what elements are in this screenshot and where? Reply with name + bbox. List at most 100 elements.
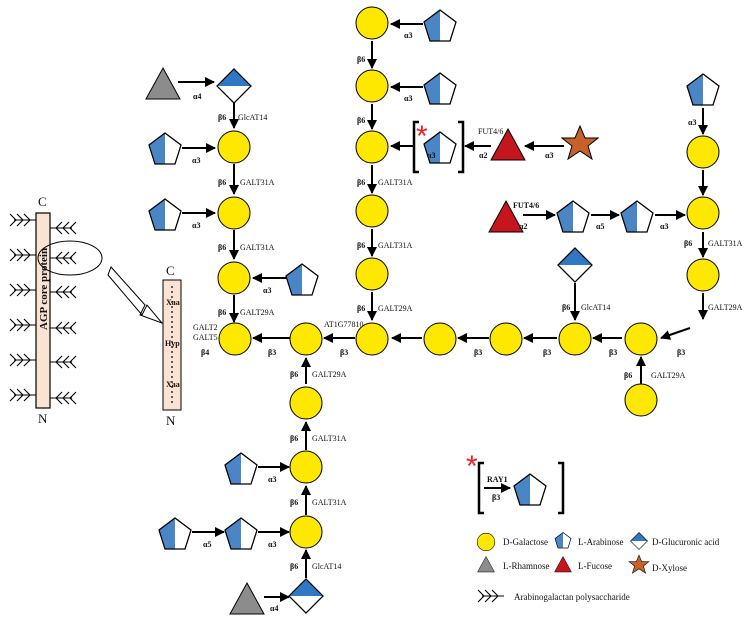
legend-item-galactose: D-Galactose	[476, 532, 548, 552]
link-label: α3	[404, 31, 412, 40]
legend: D-Galactose L-Arabinose D-Glucuronic aci…	[476, 532, 720, 603]
agp-core-protein: C N AGP core protein	[9, 194, 164, 426]
legend-label: L-Fucose	[578, 561, 612, 571]
galactose-icon	[686, 135, 720, 169]
bracket-group	[412, 120, 465, 174]
core-protein-label: AGP core protein	[38, 248, 50, 330]
link-label: β3	[543, 348, 551, 357]
link-label: α4	[193, 92, 201, 101]
hyp-c-label: C	[166, 263, 175, 278]
arabinose-icon	[423, 72, 457, 105]
link-label: β6	[290, 562, 298, 571]
enzyme-label: GALT31A	[378, 241, 413, 250]
link-label: α2	[479, 151, 487, 160]
glucuronic-acid-icon	[216, 68, 252, 104]
glucuronic-acid-icon	[288, 578, 324, 614]
enzyme-label: FUT4/6	[478, 127, 503, 136]
arabinose-icon	[423, 9, 457, 42]
link-label: β6	[290, 370, 298, 379]
arabinose-icon	[224, 452, 258, 485]
galactose-icon	[489, 322, 523, 356]
galactose-icon	[355, 6, 389, 40]
core-n-label: N	[38, 411, 48, 426]
link-label: β3	[340, 348, 348, 357]
hyp-n-label: N	[166, 413, 176, 428]
galactose-icon	[355, 257, 389, 291]
ray1-linkage: β3	[492, 493, 500, 502]
enzyme-label: GALT31A	[240, 243, 275, 252]
link-label: β6	[624, 371, 632, 380]
link-label: α3	[268, 475, 276, 484]
galactose-icon	[289, 450, 323, 484]
enzyme-label: AT1G77810	[324, 320, 364, 329]
galactose-icon	[217, 261, 251, 295]
galactose-icon	[289, 322, 323, 356]
ray1-label: RAY1	[487, 475, 508, 484]
link-label: α3	[268, 540, 276, 549]
link-label: α2	[519, 222, 527, 231]
arabinose-icon	[686, 73, 720, 106]
link-label: α3	[427, 151, 435, 160]
arabinose-icon	[285, 263, 319, 296]
polysaccharide-branches-left	[9, 213, 37, 402]
enzyme-label: GALT29A	[240, 308, 275, 317]
galactose-icon	[217, 130, 251, 164]
legend-label: L-Rhamnose	[503, 561, 550, 571]
enzyme-label: GALT31A	[312, 434, 347, 443]
galactose-icon	[624, 322, 658, 356]
link-label: β4	[201, 348, 209, 357]
link-label: β6	[357, 304, 365, 313]
enzyme-label: GALT5	[193, 333, 218, 342]
galactose-icon	[558, 322, 592, 356]
legend-label: D-Xylose	[652, 563, 687, 573]
hyp-label: Hyp	[165, 339, 180, 348]
galactose-icon	[355, 130, 389, 164]
link-label: α3	[192, 156, 200, 165]
legend-label: D-Galactose	[503, 537, 548, 547]
link-label: β6	[357, 116, 365, 125]
enzyme-label: GlcAT14	[312, 562, 341, 571]
rhamnose-icon	[145, 67, 181, 100]
legend-label: L-Arabinose	[578, 537, 623, 547]
link-label: α4	[270, 604, 278, 613]
enzyme-label: GALT31A	[240, 178, 275, 187]
link-label: α3	[404, 94, 412, 103]
link-label: β6	[218, 308, 226, 317]
link-label: α3	[660, 222, 668, 231]
link-label: α5	[596, 222, 604, 231]
legend-item-xylose: D-Xylose	[628, 554, 687, 574]
legend-item-arabinose: L-Arabinose	[554, 532, 623, 549]
legend-item-fucose: L-Fucose	[554, 556, 612, 573]
xaa-bottom-label: Xaa	[166, 380, 180, 389]
link-label: α5	[203, 540, 211, 549]
galactose-icon	[624, 383, 658, 417]
link-label: β6	[218, 178, 226, 187]
link-label: β6	[218, 243, 226, 252]
hyp-segment: C N Xaa Hyp Xaa	[162, 263, 182, 428]
ray1-group: * RAY1 β3	[466, 450, 565, 515]
glucuronic-acid-icon	[557, 247, 593, 283]
arabinose-icon	[556, 200, 590, 233]
link-label: β3	[677, 348, 685, 357]
link-label: α3	[688, 118, 696, 127]
enzyme-label: GALT29A	[651, 371, 686, 380]
link-label: β6	[357, 55, 365, 64]
xylose-icon	[561, 125, 599, 160]
galactose-icon	[289, 386, 323, 420]
highlight-ellipse	[37, 240, 103, 276]
legend-item-polysaccharide: Arabinogalactan polysaccharide	[477, 589, 630, 603]
asterisk-top: *	[416, 120, 428, 153]
enzyme-label: GALT2	[193, 323, 218, 332]
arabinose-icon	[148, 132, 182, 165]
arabinose-icon	[620, 200, 654, 233]
enzyme-label: GALT31A	[378, 178, 413, 187]
enzyme-label: GALT31A	[312, 498, 347, 507]
galactose-icon	[686, 196, 720, 230]
asterisk-ray1: *	[466, 450, 478, 483]
linkage-labels: α4 β6 GlcAT14 α3 β6 GALT31A α3 β6 GALT31…	[192, 31, 743, 613]
linkage-arrows	[178, 19, 708, 602]
link-label: β6	[357, 178, 365, 187]
core-protein-bar	[35, 212, 51, 409]
rhamnose-icon	[229, 582, 265, 615]
link-label: β6	[218, 113, 226, 122]
